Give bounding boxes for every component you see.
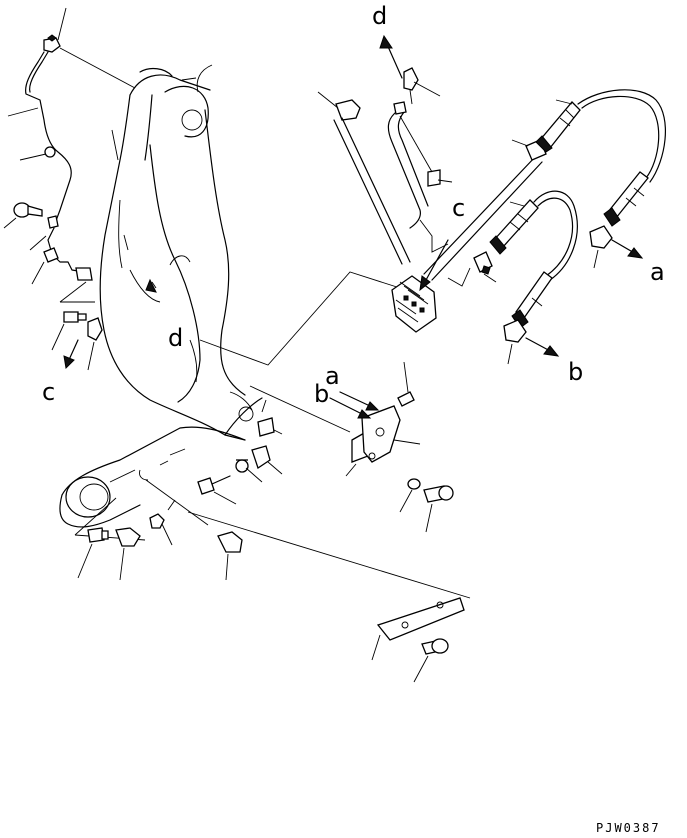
elbow-top (404, 68, 440, 104)
hose-lower (490, 191, 577, 328)
connector-hose-left (474, 252, 496, 282)
label-c-upper: c (452, 194, 465, 222)
label-c-left: c (42, 378, 55, 406)
fitting-center (236, 460, 262, 482)
elbow-b (504, 320, 526, 364)
elbow-a (590, 226, 612, 268)
label-b-mid: b (314, 380, 329, 408)
hoses (474, 90, 665, 364)
nut-bottom (150, 514, 172, 545)
washer-center (400, 479, 420, 512)
drawing-code: PJW0387 (596, 821, 661, 835)
clamp (198, 476, 236, 504)
fitting-upper-mid (400, 116, 452, 186)
bolt-left-1 (4, 203, 42, 228)
label-a-mid: a (325, 362, 340, 390)
elbow-mid (218, 532, 242, 580)
elbow-bottom (116, 528, 140, 580)
valve-block (392, 276, 436, 332)
elbow-pipe (318, 92, 410, 264)
tee-center (258, 418, 282, 436)
elbow-left (88, 318, 102, 370)
label-d-boom: d (168, 324, 183, 352)
upper-pipes (318, 36, 546, 332)
boom-arm (62, 65, 262, 495)
bolt-bottom (414, 639, 448, 682)
label-b-right: b (568, 358, 583, 386)
label-d-top: d (372, 2, 387, 30)
lower-fittings (75, 400, 470, 682)
leader-lines (152, 272, 400, 365)
connector-left (52, 312, 86, 350)
bolt-center (424, 486, 453, 532)
label-a-right: a (650, 258, 665, 286)
boom-foot (60, 449, 185, 527)
connector-bottom (78, 528, 108, 578)
left-pipe-line (4, 8, 135, 370)
bracket-bottom (372, 598, 464, 660)
arrow-d-boom (146, 280, 156, 292)
elbow-center (252, 446, 282, 474)
reference-labels: d c a b d a b c (42, 2, 665, 408)
plug-fitting (398, 362, 414, 406)
valve-bracket (250, 362, 453, 532)
hose-upper (536, 90, 665, 226)
fitting-top-small (394, 102, 406, 114)
